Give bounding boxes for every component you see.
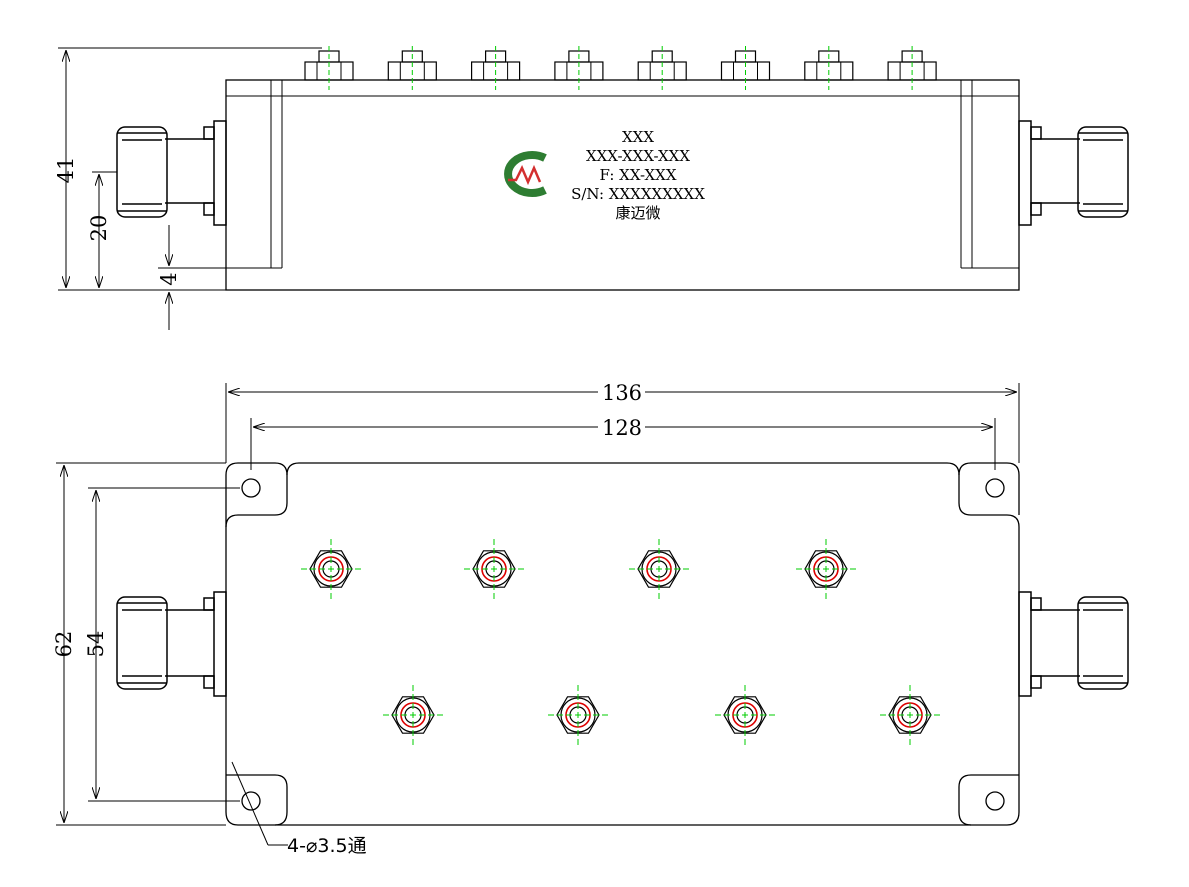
tuning-screw-side bbox=[471, 46, 521, 90]
tuner-hex-nut bbox=[301, 539, 361, 599]
dim-136-text: 136 bbox=[602, 381, 642, 405]
dim-41-text: 41 bbox=[54, 157, 78, 184]
tuner-hex-nut bbox=[629, 539, 689, 599]
dim-4 bbox=[158, 225, 226, 330]
dim-41 bbox=[58, 47, 322, 291]
mounting-hole bbox=[241, 791, 261, 811]
dim-54 bbox=[88, 487, 240, 802]
tuning-screw-side bbox=[304, 46, 354, 90]
tuner-hex-nut bbox=[880, 685, 940, 745]
bottom-tuners bbox=[301, 539, 940, 745]
label-line-5: 康迈微 bbox=[615, 204, 660, 222]
label-line-1: XXX bbox=[622, 128, 654, 146]
tuning-screw-side bbox=[887, 46, 937, 90]
dim-4-text: 4 bbox=[157, 272, 181, 285]
dim-128-text: 128 bbox=[602, 416, 642, 440]
right-n-connector-bottom bbox=[1018, 591, 1129, 697]
mounting-hole bbox=[985, 791, 1005, 811]
hole-callout-text: 4-⌀3.5通 bbox=[287, 835, 367, 857]
hole-callout-leader bbox=[231, 761, 288, 846]
label-line-3: F: XX-XXX bbox=[599, 166, 676, 184]
bottom-body-outline bbox=[225, 462, 1020, 826]
dim-54-text: 54 bbox=[84, 631, 108, 658]
side-tuning-screws bbox=[304, 46, 937, 90]
dim-136 bbox=[225, 383, 1020, 463]
tuner-hex-nut bbox=[548, 685, 608, 745]
label-line-2: XXX-XXX-XXX bbox=[586, 147, 690, 165]
label-line-4: S/N: XXXXXXXXX bbox=[571, 185, 705, 203]
right-n-connector-side bbox=[1018, 120, 1129, 226]
left-n-connector-bottom bbox=[116, 591, 227, 697]
tuner-hex-nut bbox=[715, 685, 775, 745]
bottom-view: 136 128 62 54 4-⌀3.5通 bbox=[52, 381, 1129, 857]
tuner-hex-nut bbox=[796, 539, 856, 599]
tuning-screw-side bbox=[554, 46, 604, 90]
bottom-corner-line bbox=[226, 774, 288, 826]
tuning-screw-side bbox=[720, 46, 771, 90]
mounting-hole bbox=[241, 478, 261, 498]
tuning-screw-side bbox=[387, 46, 437, 90]
tuner-hex-nut bbox=[383, 685, 443, 745]
company-logo bbox=[504, 151, 547, 197]
side-view: XXX XXX-XXX-XXX F: XX-XXX S/N: XXXXXXXXX… bbox=[54, 46, 1129, 330]
mounting-hole bbox=[985, 478, 1005, 498]
dim-20 bbox=[92, 171, 117, 288]
bottom-corner-line bbox=[958, 774, 1019, 826]
tuner-hex-nut bbox=[464, 539, 524, 599]
bottom-top-edge bbox=[286, 462, 960, 476]
dim-128 bbox=[250, 418, 996, 470]
bottom-corner-line bbox=[225, 462, 239, 527]
left-n-connector-side bbox=[116, 120, 227, 226]
dim-62 bbox=[56, 462, 226, 826]
tuning-screw-side bbox=[637, 46, 687, 90]
dim-62-text: 62 bbox=[52, 631, 76, 658]
tuning-screw-side bbox=[804, 46, 854, 90]
dim-20-text: 20 bbox=[87, 215, 111, 242]
